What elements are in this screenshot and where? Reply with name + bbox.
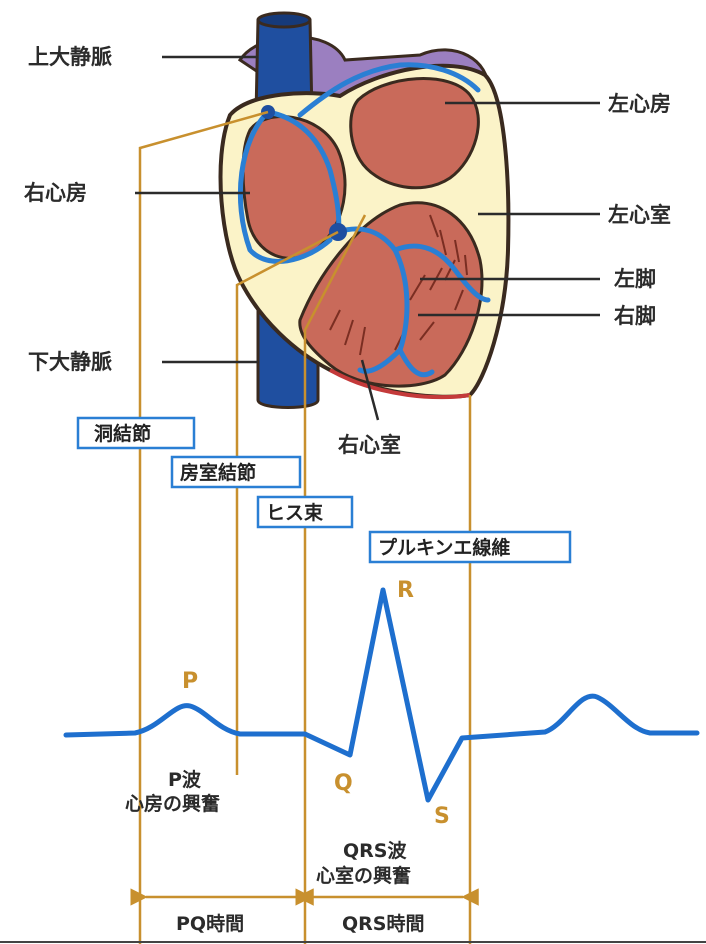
label-his-bundle: ヒス束 [266,502,324,524]
caption-ventricular-excitation: 心室の興奮 [316,864,411,887]
left-atrium-chamber [351,79,479,188]
caption-atrial-excitation: 心房の興奮 [125,792,220,815]
conduction-label-boxes: 洞結節 房室結節 ヒス束 プルキンエ線維 [78,418,570,562]
label-left-ventricle: 左心室 [608,203,671,227]
label-pq-interval: PQ時間 [176,913,244,935]
label-left-atrium: 左心房 [608,92,671,116]
label-superior-vena-cava: 上大静脈 [28,45,112,69]
label-r-wave-peak: R [397,578,414,603]
label-purkinje-fibers: プルキンエ線維 [378,536,510,559]
label-av-node: 房室結節 [180,461,256,484]
label-p-wave-peak: P [182,669,198,694]
label-qrs-interval: QRS時間 [342,913,424,935]
caption-qrs-wave: QRS波 [343,839,407,862]
ecg-waveform [66,590,697,800]
label-s-wave: S [434,804,450,829]
label-right-atrium: 右心房 [24,181,87,205]
label-inferior-vena-cava: 下大静脈 [28,350,112,374]
heart-illustration [221,13,509,408]
caption-p-wave: P波 [168,768,202,791]
label-right-ventricle: 右心室 [338,433,401,457]
label-right-bundle-branch: 右脚 [614,304,656,328]
label-q-wave: Q [334,771,353,796]
label-left-bundle-branch: 左脚 [614,267,656,291]
label-sa-node: 洞結節 [94,422,151,445]
